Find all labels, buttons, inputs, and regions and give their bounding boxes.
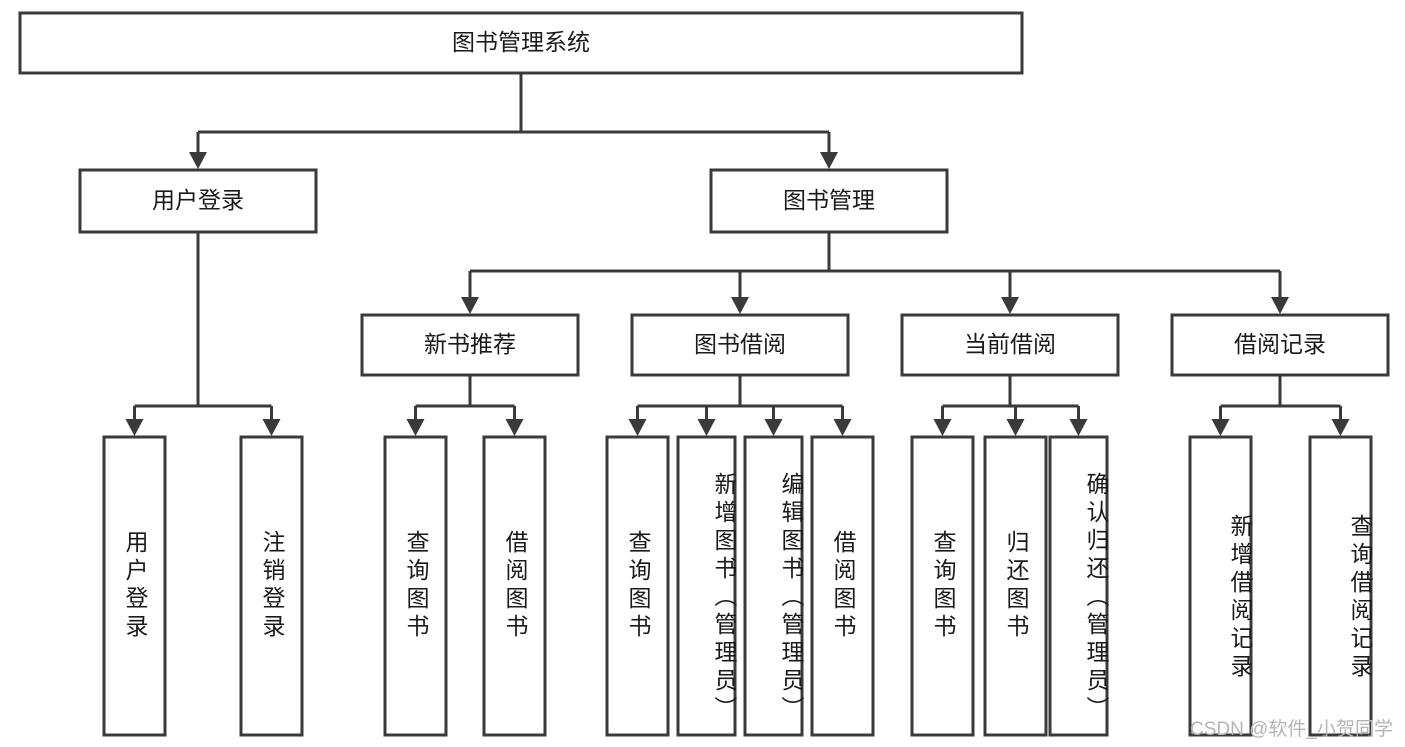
edge-arrow-head [1069,419,1088,436]
node-label-new-book-recommend: 新书推荐 [424,331,516,357]
edge-arrow-head [697,419,716,436]
node-box-leaf-add-book[interactable] [676,435,737,737]
edge-arrow-head [628,419,647,436]
node-box-leaf-query-record[interactable] [1308,435,1373,737]
node-box-new-book-recommend[interactable] [360,313,580,377]
node-label-book-management: 图书管理 [783,187,875,213]
node-label-root: 图书管理系统 [452,29,590,55]
node-box-leaf-logout[interactable] [239,435,304,737]
edge-arrow-head [1001,297,1019,314]
edge-arrow-head [1211,419,1230,436]
node-box-book-management[interactable] [709,168,949,234]
node-box-leaf-borrow-book-1[interactable] [482,435,547,737]
edges-layer [125,73,1350,436]
node-box-leaf-user-login[interactable] [102,435,167,737]
node-label-current-borrow: 当前借阅 [964,331,1056,357]
node-box-leaf-borrow-book-2[interactable] [810,435,875,737]
node-box-borrow-record[interactable] [1170,313,1390,377]
edge-arrow-head [933,419,952,436]
edge-arrow-head [461,297,479,314]
node-box-leaf-confirm-return[interactable] [1048,435,1109,737]
node-box-current-borrow[interactable] [900,313,1120,377]
node-label-borrow-record: 借阅记录 [1234,331,1326,357]
node-box-leaf-return-book[interactable] [983,435,1048,737]
boxes-layer [18,11,1390,737]
node-box-user-login[interactable] [78,168,318,234]
node-box-leaf-query-book-3[interactable] [910,435,975,737]
edge-arrow-head [189,152,207,169]
node-box-book-borrow[interactable] [630,313,850,377]
edge-arrow-head [1271,297,1289,314]
edge-arrow-head [262,419,281,436]
edge-arrow-head [764,419,783,436]
node-box-leaf-edit-book[interactable] [743,435,804,737]
edge-arrow-head [406,419,425,436]
node-box-root[interactable] [18,11,1024,75]
csdn-watermark: CSDN @软件_小贺同学 [1190,719,1393,740]
node-box-leaf-query-book-2[interactable] [605,435,670,737]
edge-arrow-head [125,419,144,436]
edge-arrow-head [1331,419,1350,436]
edge-arrow-head [505,419,524,436]
node-label-user-login: 用户登录 [152,187,244,213]
node-label-book-borrow: 图书借阅 [694,331,786,357]
edge-arrow-head [1006,419,1025,436]
edge-arrow-head [833,419,852,436]
edge-arrow-head [731,297,749,314]
node-box-leaf-query-book-1[interactable] [383,435,448,737]
node-box-leaf-add-record[interactable] [1188,435,1253,737]
edge-arrow-head [820,152,838,169]
